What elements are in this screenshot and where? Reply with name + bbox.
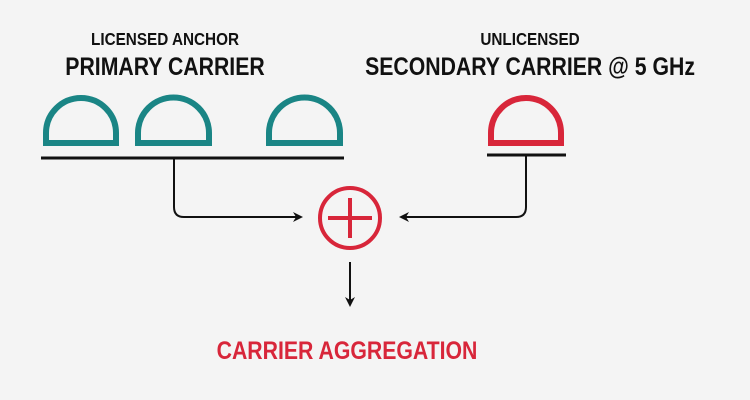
unlicensed-subtitle: UNLICENSED: [480, 29, 579, 49]
unlicensed-title: SECONDARY CARRIER @ 5 GHz: [365, 52, 695, 80]
unlicensed-carrier: [488, 95, 564, 146]
licensed-subtitle: LICENSED ANCHOR: [91, 29, 239, 49]
licensed-carrier-3: [266, 94, 343, 146]
result-label: CARRIER AGGREGATION: [217, 336, 478, 364]
aggregation-plus-icon: [318, 186, 382, 250]
licensed-carrier-2: [135, 94, 212, 146]
licensed-title: PRIMARY CARRIER: [65, 52, 265, 80]
unlicensed-arrow: [399, 155, 527, 222]
licensed-carrier-1: [43, 95, 119, 146]
licensed-arrow: [173, 158, 303, 222]
